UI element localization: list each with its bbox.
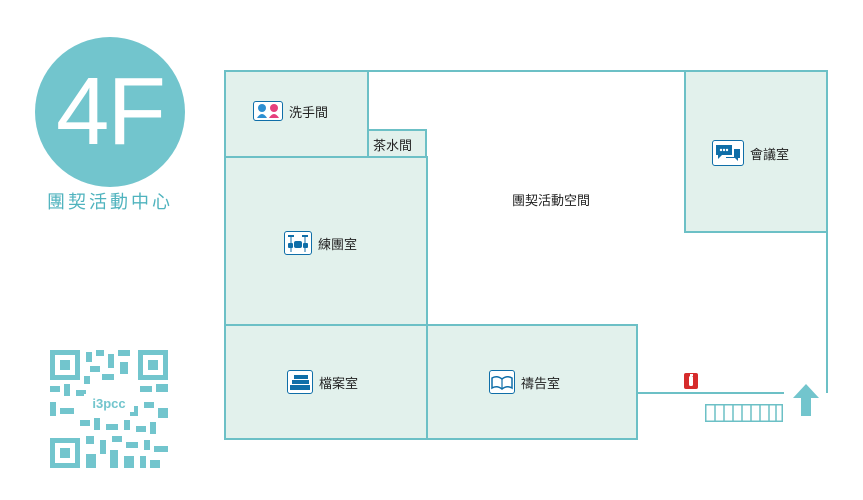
label-restroom: 洗手間 [253, 101, 328, 121]
tea-room-text: 茶水間 [373, 139, 413, 154]
prayer-text: 禱告室 [521, 376, 561, 392]
open-book-icon [489, 370, 515, 394]
corridor-wall [636, 392, 784, 394]
outer-wall-top [224, 70, 686, 72]
qr-code[interactable]: i3pcc [50, 350, 168, 468]
stairs-icon [705, 404, 783, 422]
floor-number: 4F [55, 58, 166, 165]
fellowship-hall-text: 團契活動空間 [512, 194, 591, 209]
fire-extinguisher-icon [684, 373, 698, 389]
qr-label: i3pcc [92, 396, 125, 411]
room-archive[interactable] [224, 324, 428, 440]
label-archive: 檔案室 [287, 370, 358, 394]
floor-badge: 4F [35, 37, 185, 187]
label-practice: 練團室 [284, 231, 357, 255]
label-tea-room: 茶水間 [373, 135, 412, 154]
archive-text: 檔案室 [319, 376, 359, 392]
book-stack-icon [287, 370, 313, 394]
label-prayer: 禱告室 [489, 370, 560, 394]
up-arrow-icon [793, 384, 819, 416]
restroom-text: 洗手間 [289, 105, 329, 121]
label-fellowship-hall: 團契活動空間 [512, 190, 590, 209]
floor-name: 團契活動中心 [47, 192, 173, 213]
drum-kit-icon [284, 231, 312, 255]
room-prayer[interactable] [426, 324, 638, 440]
meeting-text: 會議室 [750, 147, 790, 163]
label-meeting: 會議室 [712, 140, 789, 166]
outer-wall-right-corridor [826, 231, 828, 393]
restroom-icon [253, 101, 283, 121]
room-meeting[interactable] [684, 70, 828, 233]
practice-text: 練團室 [318, 237, 358, 253]
chat-bubble-icon [712, 140, 744, 166]
